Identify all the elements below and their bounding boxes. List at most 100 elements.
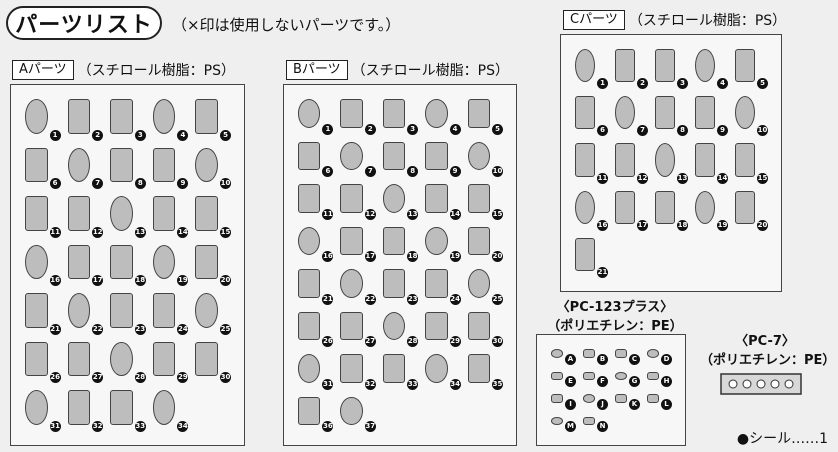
part-number-c-5: 5 [757, 78, 768, 90]
part-b-12 [340, 184, 363, 213]
pc123-label: 〈PC-123プラス〉 （ポリエチレン：PE） [540, 296, 690, 334]
part-c-7 [615, 96, 635, 130]
part-number-a-13: 13 [134, 226, 146, 238]
part-number-b-10: 10 [492, 166, 503, 177]
runner-c-material: （スチロール樹脂：PS） [628, 13, 787, 29]
part-number-c-3: 3 [677, 78, 688, 90]
part-a-25 [195, 293, 218, 328]
part-number-c-8: 8 [677, 125, 688, 137]
runner-c-name: Cパーツ [563, 10, 625, 30]
part-number-pc123-H: H [661, 376, 672, 387]
part-b-10 [467, 141, 490, 170]
part-a-27 [67, 341, 91, 377]
part-a-29 [152, 341, 176, 377]
part-c-5 [735, 49, 755, 83]
part-b-13 [382, 184, 406, 213]
part-number-c-7: 7 [637, 125, 648, 137]
part-a-7 [67, 147, 91, 183]
part-number-a-9: 9 [177, 178, 189, 190]
part-number-c-11: 11 [597, 172, 608, 184]
part-number-b-16: 16 [322, 251, 334, 262]
part-number-a-11: 11 [49, 226, 61, 238]
part-number-b-7: 7 [364, 166, 376, 177]
part-c-20 [735, 190, 755, 224]
part-number-c-10: 10 [757, 125, 768, 137]
part-a-15 [195, 196, 218, 231]
part-pc123-N [583, 416, 595, 425]
part-b-20 [467, 226, 490, 255]
part-b-17 [340, 226, 363, 255]
part-number-c-17: 17 [637, 219, 648, 231]
part-b-6 [298, 141, 321, 170]
part-b-26 [298, 311, 321, 340]
part-number-a-12: 12 [92, 226, 104, 238]
part-number-a-20: 20 [220, 275, 231, 287]
part-b-4 [425, 99, 448, 128]
part-number-b-14: 14 [449, 208, 461, 220]
pc123-name: 〈PC-123プラス〉 [556, 300, 674, 315]
pc7-drawing [720, 373, 802, 395]
part-a-21 [25, 293, 48, 328]
part-number-c-16: 16 [597, 219, 608, 231]
part-number-a-1: 1 [49, 129, 61, 141]
runner-a-header: Aパーツ （スチロール樹脂：PS） [12, 60, 235, 80]
part-number-b-17: 17 [364, 251, 376, 262]
part-number-pc123-M: M [565, 421, 576, 432]
part-number-pc123-C: C [629, 353, 640, 365]
pc123-material: （ポリエチレン：PE） [547, 319, 683, 334]
part-a-16 [25, 244, 48, 280]
part-number-c-6: 6 [597, 125, 608, 137]
part-number-pc123-B: B [597, 353, 608, 365]
part-a-28 [110, 341, 133, 377]
pc7-label: 〈PC-7〉 （ポリエチレン：PE） [700, 330, 836, 368]
part-a-9 [152, 147, 176, 183]
runner-a-material: （スチロール樹脂：PS） [77, 63, 235, 79]
part-number-pc123-G: G [629, 376, 640, 387]
part-a-2 [67, 99, 91, 134]
part-a-34 [152, 390, 176, 425]
part-number-b-23: 23 [407, 293, 419, 305]
part-number-b-25: 25 [492, 293, 503, 305]
part-b-34 [425, 354, 448, 383]
part-number-pc123-E: E [565, 376, 576, 387]
part-number-b-19: 19 [449, 251, 461, 262]
part-b-7 [340, 141, 363, 170]
part-number-a-21: 21 [49, 323, 61, 335]
part-number-b-31: 31 [322, 378, 334, 390]
part-number-a-15: 15 [220, 226, 231, 238]
part-number-b-2: 2 [364, 123, 376, 135]
part-a-14 [152, 196, 176, 231]
part-b-28 [382, 311, 406, 340]
runner-a-name: Aパーツ [12, 60, 74, 80]
part-a-24 [152, 293, 176, 328]
part-number-a-19: 19 [177, 275, 189, 287]
part-b-24 [425, 269, 448, 298]
part-number-a-25: 25 [220, 323, 231, 335]
part-number-a-17: 17 [92, 275, 104, 287]
seal-count: ●シール……1 [736, 431, 828, 447]
part-c-4 [695, 49, 715, 83]
pc7-runner [715, 370, 807, 398]
part-number-b-9: 9 [449, 166, 461, 177]
part-number-a-18: 18 [134, 275, 146, 287]
pc7-name: 〈PC-7〉 [735, 334, 795, 349]
part-a-17 [67, 244, 91, 280]
part-a-11 [25, 196, 48, 231]
part-number-pc123-I: I [565, 398, 576, 410]
part-number-b-34: 34 [449, 378, 461, 390]
part-number-b-30: 30 [492, 336, 503, 347]
part-number-a-6: 6 [49, 178, 61, 190]
part-number-c-13: 13 [677, 172, 688, 184]
runner-c-header: Cパーツ （スチロール樹脂：PS） [563, 10, 786, 30]
part-c-9 [695, 96, 715, 130]
part-b-19 [425, 226, 448, 255]
part-number-a-5: 5 [220, 129, 231, 141]
part-a-26 [25, 341, 48, 377]
part-pc123-M [551, 416, 563, 425]
part-number-a-31: 31 [49, 421, 61, 432]
part-c-2 [615, 49, 635, 83]
part-pc123-H [647, 371, 659, 380]
part-a-6 [25, 147, 48, 183]
pc7-material: （ポリエチレン：PE） [700, 353, 836, 368]
part-number-c-4: 4 [717, 78, 728, 90]
